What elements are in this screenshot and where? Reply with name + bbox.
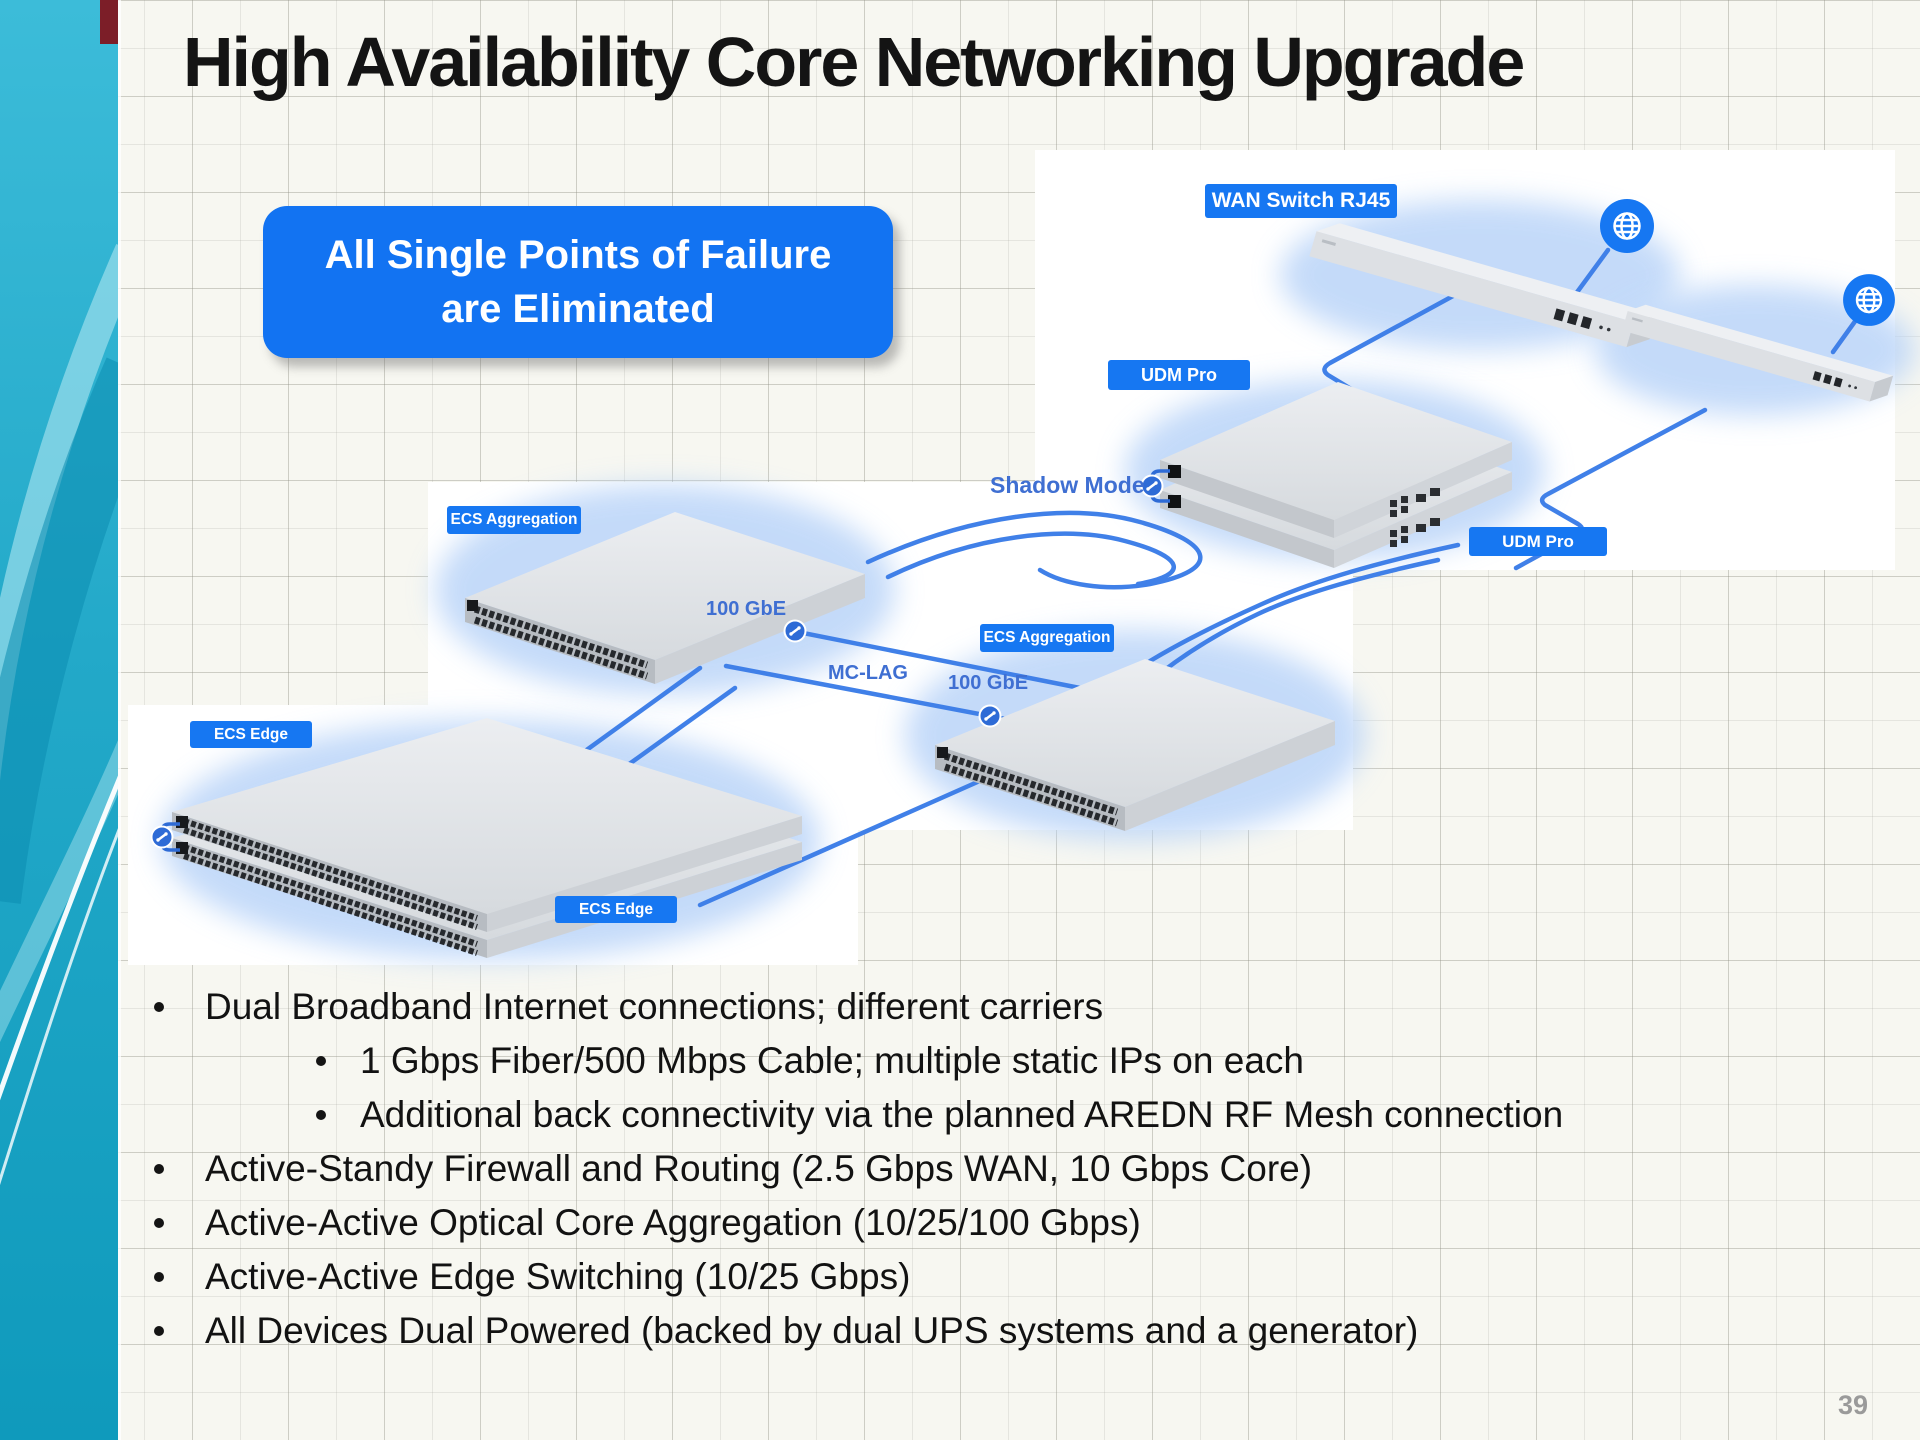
red-corner-artifact: [100, 0, 118, 44]
link-speed-label-2: 100 GbE: [948, 672, 1029, 694]
list-item: 1 Gbps Fiber/500 Mbps Cable; multiple st…: [150, 1034, 1890, 1088]
edge-stack-link: [150, 822, 180, 852]
shadow-mode-link: [1140, 469, 1170, 503]
bullet-text: All Devices Dual Powered (backed by dual…: [205, 1310, 1419, 1351]
line-udm-agg2-b: [1159, 557, 1441, 675]
bullet-dot-icon: [154, 1272, 164, 1282]
page-title: High Availability Core Networking Upgrad…: [183, 23, 1525, 101]
shadow-mode-label: Shadow Mode: [990, 472, 1145, 498]
link-icon: [150, 825, 174, 849]
bullet-dot-icon: [316, 1110, 326, 1120]
line-wan1-internet: [1572, 247, 1611, 298]
bullet-text: Additional back connectivity via the pla…: [360, 1094, 1564, 1135]
callout-line1: All Single Points of Failure: [324, 233, 832, 277]
line-wan2-internet: [1830, 317, 1859, 355]
label-ecs-aggregation-1: ECS Aggregation: [447, 506, 581, 534]
bullet-dot-icon: [316, 1056, 326, 1066]
line-mclag-a: [785, 627, 1093, 693]
link-icon: [783, 619, 807, 643]
line-udm-agg2-a: [1147, 542, 1461, 664]
list-item: Active-Active Optical Core Aggregation (…: [150, 1196, 1890, 1250]
line-agg2-edge: [697, 769, 1003, 908]
sidebar-swoosh-graphic: [0, 0, 121, 1440]
bullet-text: Active-Active Edge Switching (10/25 Gbps…: [205, 1256, 911, 1297]
line-agg1-udm-a: [865, 510, 1203, 590]
bullet-dot-icon: [154, 1326, 164, 1336]
label-udm-pro-2: UDM Pro: [1469, 527, 1607, 556]
line-agg1-edge-a: [567, 665, 703, 765]
callout-box: All Single Points of Failure are Elimina…: [263, 206, 893, 358]
bullet-list: Dual Broadband Internet connections; dif…: [150, 980, 1890, 1358]
mc-lag-label: MC-LAG: [828, 662, 908, 684]
line-agg1-udm-b: [885, 531, 1176, 587]
label-ecs-aggregation-2: ECS Aggregation: [980, 624, 1114, 652]
bullet-text: Dual Broadband Internet connections; dif…: [205, 986, 1104, 1027]
bullet-text: 1 Gbps Fiber/500 Mbps Cable; multiple st…: [360, 1040, 1304, 1081]
shadow-mode-link-icon: [1140, 474, 1164, 498]
list-item: Active-Active Edge Switching (10/25 Gbps…: [150, 1250, 1890, 1304]
page-number: 39: [1838, 1390, 1869, 1420]
list-item: Active-Standy Firewall and Routing (2.5 …: [150, 1142, 1890, 1196]
bullet-dot-icon: [154, 1164, 164, 1174]
internet-globe-icon: [1841, 272, 1897, 328]
label-ecs-edge-2: ECS Edge: [555, 896, 677, 923]
list-item: All Devices Dual Powered (backed by dual…: [150, 1304, 1890, 1358]
link-icon: [978, 704, 1002, 728]
label-ecs-edge-1: ECS Edge: [190, 721, 312, 748]
list-item: Dual Broadband Internet connections; dif…: [150, 980, 1890, 1034]
label-udm-pro-1: UDM Pro: [1108, 360, 1250, 390]
internet-globe-icon: [1598, 197, 1656, 255]
bullet-text: Active-Active Optical Core Aggregation (…: [205, 1202, 1141, 1243]
bullet-dot-icon: [154, 1002, 164, 1012]
label-wan-switch: WAN Switch RJ45: [1205, 184, 1397, 218]
callout-line2: are Eliminated: [441, 287, 715, 331]
list-item: Additional back connectivity via the pla…: [150, 1088, 1890, 1142]
link-speed-label-1: 100 GbE: [706, 598, 787, 620]
bullet-text: Active-Standy Firewall and Routing (2.5 …: [205, 1148, 1313, 1189]
bullet-dot-icon: [154, 1218, 164, 1228]
